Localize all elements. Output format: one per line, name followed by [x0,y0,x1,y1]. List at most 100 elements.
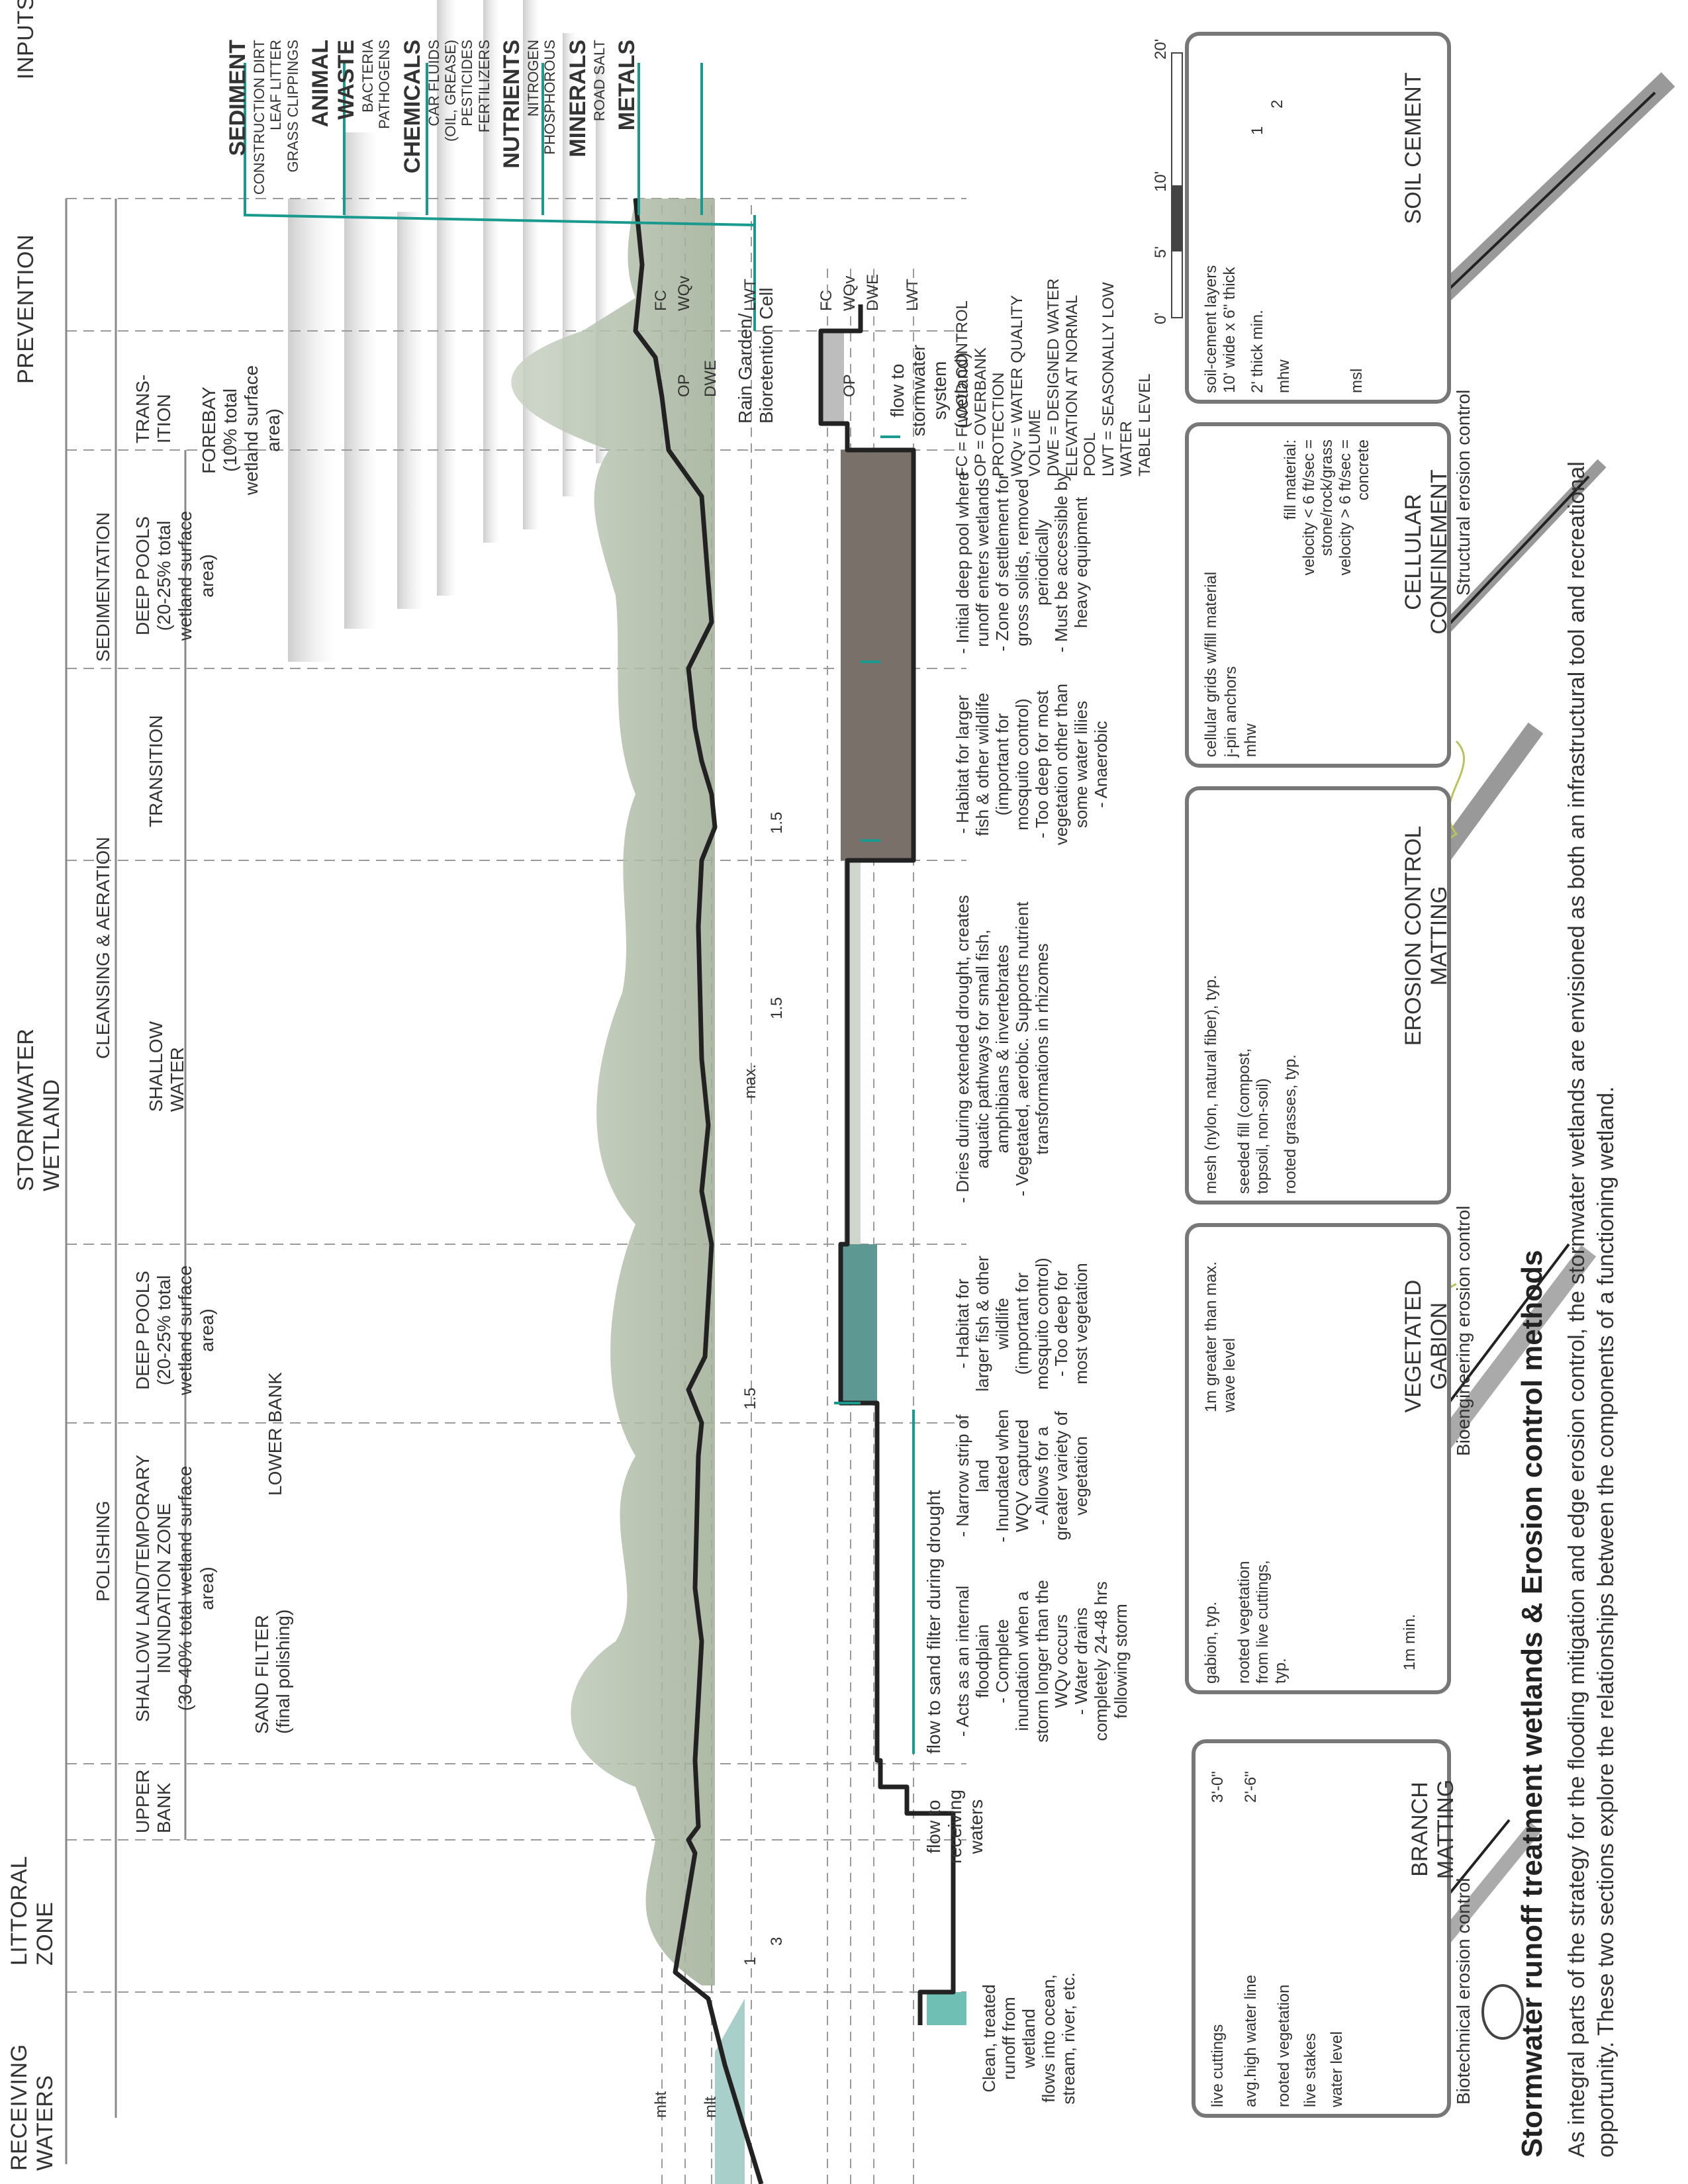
label-flow-to-sand: flow to sand filter during drought [923,1490,944,1754]
input-item: LEAF LITTER [267,40,285,130]
detail-label: j-pin anchors [1222,666,1240,757]
caption-body: As integral parts of the strategy for th… [1564,461,1619,2158]
input-category-label: MINERALS [565,40,590,158]
detail-label: seeded fill (compost, topsoil, non-soil) [1235,1048,1272,1194]
level-lwt-lower: LWT [904,279,921,311]
group-structural: Structural erosion control [1453,389,1474,596]
process-polishing: POLISHING [93,1500,113,1602]
level-fc-upper: FC [652,290,670,311]
detail-label: 1m greater than max. wave level [1202,1261,1239,1412]
legend-line: DWE = DESIGNED WATER [1044,278,1062,477]
detail-label: 1m min. [1401,1614,1419,1670]
input-item: CONSTRUCTION DIRT [251,40,268,195]
slope-1-5-b: 1.5 [768,997,786,1019]
slope-1-a: 1 [741,1956,759,1966]
subzone-lower-bank: LOWER BANK [265,1372,285,1496]
note-polishing: - Acts as an internal floodplain - Compl… [953,1580,1131,1743]
legend-line: LWT = SEASONALLY LOW WATER [1099,282,1136,477]
detail-box-erosion-matting: EROSION CONTROL MATTING mesh (nylon, nat… [1185,786,1452,1205]
flow-arrows [834,435,915,1754]
legend-line: POOL [1081,432,1100,477]
scale-label-10: 10' [1152,171,1170,192]
detail-label: water level [1328,2031,1346,2107]
input-item: FERTILIZERS [475,40,492,133]
subzone-shallow-water: SHALLOW WATER [146,1021,188,1112]
detail-label: gabion, typ. [1202,1601,1220,1684]
input-category-label: CHEMICALS [399,40,425,174]
level-op-lower: OP [841,374,859,397]
subzone-transition: TRANSITION [146,715,166,827]
detail-title: CELLULAR CONFINEMENT [1401,469,1452,635]
inputs-list: SEDIMENT CONSTRUCTION DIRT LEAF LITTER G… [225,40,639,199]
detail-box-soil-cement: SOIL CEMENT soil-cement layers 10' wide … [1185,32,1451,404]
receiving-water-upper [715,1999,745,2184]
scale-label-20: 20' [1152,38,1170,60]
detail-title: SOIL CEMENT [1401,72,1426,224]
deep-pool-1 [841,1244,877,1403]
note-deep1: - Habitat for larger fish & other wildli… [953,1255,1092,1392]
input-category-label: ANIMAL WASTE [307,40,359,128]
detail-label: rooted vegetation [1275,1984,1293,2107]
input-item: NITROGEN [525,40,542,117]
subzone-upper-bank: UPPER BANK [132,1769,175,1833]
input-item: (OIL, GREASE) [442,40,459,142]
level-mlt: mlt [702,2097,720,2118]
detail-box-cellular-confinement: CELLULAR CONFINEMENT cellular grids w/fi… [1185,422,1452,768]
detail-label: mhw [1275,359,1293,393]
process-transition: TRANS- ITION [132,374,175,443]
level-fc-lower: FC [818,290,835,311]
input-lines [244,63,756,331]
detail-label: avg.high water line [1242,1974,1260,2107]
process-sedimentation: SEDIMENTATION [93,512,113,662]
label-rain-garden: Rain Garden/ Bioretention Cell [735,287,777,424]
input-item: ROAD SALT [590,40,608,122]
subzone-sand-filter: SAND FILTER (final polishing) [252,1609,294,1734]
zone-dividers [66,198,966,1993]
input-sediment: SEDIMENT CONSTRUCTION DIRT LEAF LITTER G… [225,40,301,199]
input-item: PESTICIDES [459,40,476,126]
detail-label: 3'-0" [1209,1771,1227,1803]
level-wqv-lower: WQv [841,275,859,311]
subzone-shallow-land: SHALLOW LAND/TEMPORARY INUNDATION ZONE (… [132,1454,217,1723]
detail-label: mhw [1242,723,1260,757]
level-legend: FC = FLOOD CONTROL OP = OVERBANK PROTECT… [953,258,1154,477]
subzone-forebay: FOREBAY (10% total wetland surface area) [199,365,283,496]
slope-max: max. [741,1064,759,1099]
note-receiving: Clean, treated runoff from wetland flows… [979,1972,1078,2105]
zone-receiving-waters: RECEIVING WATERS [7,2044,58,2171]
level-dwe-upper: DWE [702,360,720,397]
detail-box-branch-matting: BRANCH MATTING live cuttings avg.high wa… [1192,1739,1458,2118]
label-flow-to-receiving: flow to receiving waters [923,1789,987,1864]
receiving-water-lower [927,1992,966,2025]
slope-1-5-a: 1.5 [741,1387,759,1410]
detail-label: live stakes [1301,2032,1319,2107]
note-deep2: - Habitat for larger fish & other wildli… [953,683,1111,846]
level-op-upper: OP [675,374,693,397]
input-category-label: METALS [614,40,640,131]
detail-label: 2 [1268,99,1286,109]
group-biotechnical: Biotechnical erosion control [1453,1878,1474,2105]
legend-line: TABLE LEVEL [1135,373,1154,477]
detail-label: msl [1348,368,1366,393]
caption-title: Stormwater runoff treatment wetlands & E… [1516,1250,1548,2158]
scale-label-0: 0' [1152,312,1170,324]
deep-pool-2 [841,668,914,860]
detail-label: 2'-6" [1242,1771,1260,1803]
zone-prevention: PREVENTION [13,234,38,384]
legend-line: WQv = WATER QUALITY VOLUME [1008,295,1045,477]
detail-label: cellular grids w/fill material [1202,571,1220,757]
note-shallow: - Dries during extended drought, creates… [953,895,1052,1203]
slope-1-5-c: 1.5 [768,811,786,834]
input-item: PATHOGENS [376,40,393,129]
detail-label: live cuttings [1209,2024,1227,2107]
level-wqv-upper: WQv [675,275,693,311]
subzone-deep-pools-1: DEEP POOLS (20-25% total wetland surface… [132,1265,217,1396]
zone-bracket-lines [65,199,187,2164]
input-category-label: NUTRIENTS [499,40,525,169]
detail-label: 1 [1248,126,1266,135]
detail-title: BRANCH MATTING [1407,1779,1458,1880]
input-chemicals: CHEMICALS CAR FLUIDS (OIL, GREASE) PESTI… [400,40,492,199]
subzone-deep-pools-2: DEEP POOLS (20-25% total wetland surface… [132,510,217,641]
input-item: GRASS CLIPPINGS [284,40,301,173]
input-minerals: MINERALS ROAD SALT [565,40,608,199]
